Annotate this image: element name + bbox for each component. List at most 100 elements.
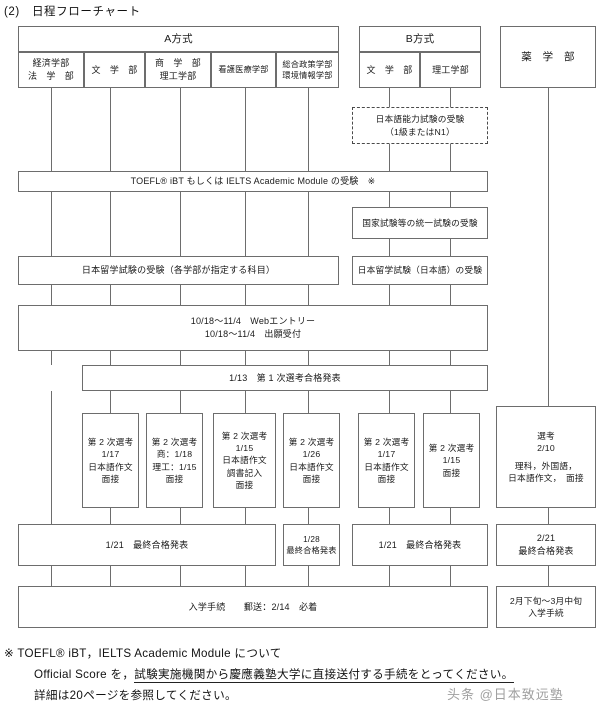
final-result-box: 1/28 最終合格発表 [283, 524, 340, 566]
department-line: 文 学 部 [91, 64, 138, 75]
second-selection-line: 1/15 [235, 443, 254, 454]
connector-line [450, 391, 451, 413]
second-selection-line: 面接 [165, 473, 184, 484]
connector-line [110, 566, 111, 586]
step-first-selection-result: 1/13 第 1 次選考合格発表 [82, 365, 488, 391]
connector-line [245, 88, 246, 171]
connector-line [450, 351, 451, 365]
second-selection-line: 第 2 次選考 [87, 437, 134, 448]
connector-line [245, 285, 246, 305]
method-header-b: B方式 [359, 26, 481, 52]
footnote-line-2: Official Score を，試験実施機関から慶應義塾大学に直接送付する手続… [34, 666, 514, 683]
connector-line [548, 88, 549, 586]
department-box-b-bungaku: 文 学 部 [359, 52, 420, 88]
connector-line [308, 88, 309, 171]
connector-line [180, 508, 181, 524]
step-line: 1/13 第 1 次選考合格発表 [229, 372, 341, 383]
second-selection-line: 第 2 次選考 [363, 437, 410, 448]
connector-line [110, 351, 111, 365]
second-selection-line: 商：1/18 [156, 449, 193, 460]
second-selection-line: 日本語作文 [289, 461, 334, 472]
step-jlpt: 日本語能力試験の受験 （1級またはN1） [352, 107, 488, 144]
step-line: 入学手続 [528, 608, 564, 618]
second-selection-line: 日本語作文 [222, 455, 267, 466]
second-selection-line: 理科，外国語， [514, 461, 578, 471]
connector-line [389, 566, 390, 586]
page-title: (2) 日程フローチャート [4, 6, 141, 18]
connector-line [180, 192, 181, 256]
second-selection-line: 2/10 [537, 442, 555, 453]
department-box-sogoseisaku-kankyo: 総合政策学部 環境情報学部 [276, 52, 339, 88]
connector-line [180, 566, 181, 586]
second-selection-line: 調書記入 [226, 467, 263, 478]
connector-line [180, 391, 181, 413]
department-line: 総合政策学部 [282, 59, 333, 69]
second-selection-box: 第 2 次選考 商：1/18 理工：1/15 面接 [146, 413, 203, 508]
connector-line [389, 239, 390, 256]
pharmacy-label: 薬 学 部 [521, 50, 575, 63]
second-selection-line: 第 2 次選考 [221, 431, 268, 442]
department-line: 経済学部 [32, 58, 70, 69]
footnote-line-2-prefix: Official Score を， [34, 668, 135, 681]
second-selection-line: 選考 [537, 430, 555, 441]
step-line: 日本留学試験（日本語）の受験 [357, 265, 483, 276]
step-eju-b: 日本留学試験（日本語）の受験 [352, 256, 488, 285]
second-selection-line: 1/17 [101, 449, 120, 460]
connector-line [245, 508, 246, 524]
connector-line [450, 239, 451, 256]
second-selection-box: 第 2 次選考 1/15 日本語作文 調書記入 面接 [213, 413, 276, 508]
department-line: 法 学 部 [27, 71, 74, 81]
second-selection-box: 第 2 次選考 1/17 日本語作文 面接 [82, 413, 139, 508]
connector-line [51, 192, 52, 256]
connector-line [51, 285, 52, 305]
connector-line [245, 351, 246, 365]
connector-line [450, 508, 451, 524]
second-selection-line: 日本語作文 [364, 461, 409, 472]
connector-line [308, 351, 309, 365]
connector-line [110, 508, 111, 524]
connector-line [180, 351, 181, 365]
connector-line [389, 508, 390, 524]
connector-line [450, 285, 451, 305]
second-selection-line: 面接 [377, 473, 396, 484]
connector-line [110, 391, 111, 413]
step-eju-a: 日本留学試験の受験（各学部が指定する科目） [18, 256, 339, 285]
step-web-entry: 10/18〜11/4 Webエントリー 10/18〜11/4 出願受付 [18, 305, 488, 351]
connector-line [308, 508, 309, 524]
connector-line [450, 566, 451, 586]
final-result-line: 最終合格発表 [518, 546, 574, 556]
connector-line [51, 566, 52, 586]
step-line: TOEFL® iBT もしくは IELTS Academic Module の受… [130, 176, 376, 187]
connector-line [51, 391, 52, 524]
final-result-line: 最終合格発表 [286, 546, 337, 555]
department-line: 環境情報学部 [282, 71, 333, 80]
step-enrollment-pharmacy: 2月下旬〜3月中旬 入学手続 [496, 586, 596, 628]
second-selection-box: 第 2 次選考 1/26 日本語作文 面接 [283, 413, 340, 508]
step-national-exam: 国家試験等の統一試験の受験 [352, 207, 488, 239]
step-line: （1級またはN1） [385, 126, 455, 137]
connector-line [389, 351, 390, 365]
connector-line [51, 88, 52, 171]
connector-line [450, 144, 451, 171]
connector-line [245, 192, 246, 256]
connector-line [110, 192, 111, 256]
method-b-label: B方式 [405, 32, 435, 45]
department-line: 理工学部 [159, 71, 197, 81]
connector-line [180, 285, 181, 305]
connector-line [245, 566, 246, 586]
second-selection-line: 1/15 [442, 455, 461, 466]
footnote-line-2-underlined: 試験実施機関から慶應義塾大学に直接送付する手続をとってください。 [134, 668, 514, 683]
final-result-line: 1/21 最終合格発表 [378, 539, 462, 550]
connector-line [450, 192, 451, 207]
second-selection-line: 1/26 [302, 449, 321, 460]
department-line: 理工学部 [432, 64, 469, 75]
connector-line [389, 144, 390, 171]
final-result-box: 1/21 最終合格発表 [18, 524, 276, 566]
department-box-shou-rikou: 商 学 部 理工学部 [145, 52, 211, 88]
watermark: 头条 @日本致远塾 [447, 687, 564, 702]
step-line: 10/18〜11/4 Webエントリー [190, 316, 316, 327]
step-toefl-ielts: TOEFL® iBT もしくは IELTS Academic Module の受… [18, 171, 488, 192]
connector-line [308, 566, 309, 586]
final-result-box-pharmacy: 2/21 最終合格発表 [496, 524, 596, 566]
